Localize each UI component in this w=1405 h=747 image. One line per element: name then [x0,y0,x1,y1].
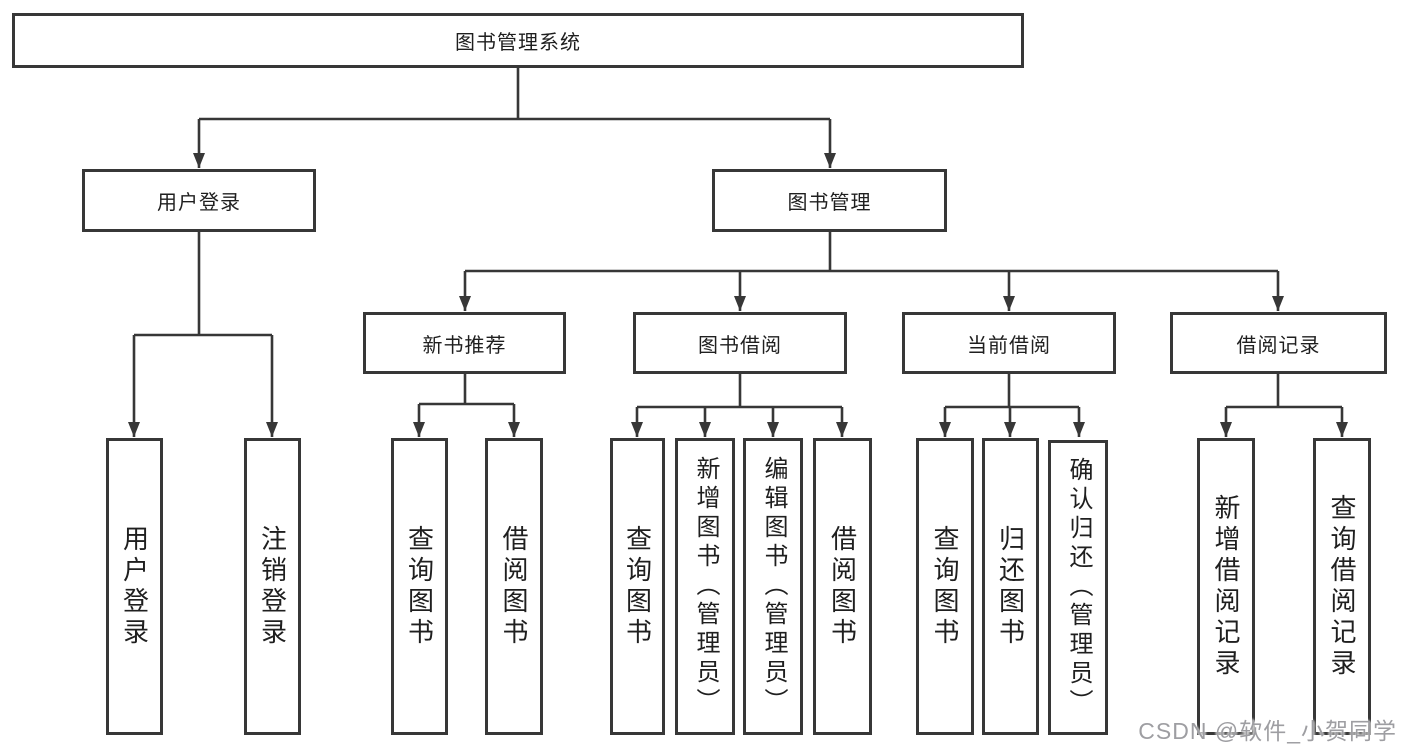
node-label: 借阅图书 [499,524,529,649]
connector-book-borrowing-branch [631,374,848,437]
node-label: 用户登录 [157,192,241,214]
leaf-user-login: 用户登录 [106,438,163,735]
node-label: 图书管理 [787,192,872,214]
node-label: 新增借阅记录 [1211,493,1241,680]
node-label: 图书借阅 [698,334,782,357]
node-label: 查询借阅记录 [1327,493,1357,680]
leaf-borrow-books-recommend: 借阅图书 [485,438,543,735]
node-label: 新增图书（管理员） [692,456,719,717]
node-label: 注销登录 [257,524,288,649]
node-new-book-recommend: 新书推荐 [363,312,566,374]
node-library-system: 图书管理系统 [12,13,1024,68]
leaf-add-book-admin: 新增图书（管理员） [675,438,735,735]
leaf-add-borrow-record: 新增借阅记录 [1197,438,1255,735]
connector-root-to-level2 [193,68,836,168]
leaf-query-books-borrowing: 查询图书 [610,438,665,735]
node-label: 确认归还（管理员） [1065,457,1092,718]
leaf-edit-book-admin: 编辑图书（管理员） [743,438,803,735]
node-label: 当前借阅 [967,334,1051,357]
node-label: 用户登录 [119,524,150,649]
node-label: 新书推荐 [422,334,507,357]
node-label: 图书管理系统 [455,32,581,54]
connector-book-management-branch [459,232,1284,311]
leaf-borrow-books: 借阅图书 [813,438,872,735]
node-current-borrowing: 当前借阅 [902,312,1116,374]
leaf-return-books: 归还图书 [982,438,1039,735]
connector-user-login-branch [128,232,278,437]
connector-borrow-records-branch [1220,374,1348,437]
node-book-borrowing: 图书借阅 [633,312,847,374]
node-label: 借阅图书 [827,524,858,649]
leaf-confirm-return-admin: 确认归还（管理员） [1048,440,1108,735]
node-label: 查询图书 [404,524,435,649]
node-borrowing-records: 借阅记录 [1170,312,1387,374]
node-label: 归还图书 [995,524,1026,649]
leaf-logout: 注销登录 [244,438,301,735]
leaf-query-borrow-record: 查询借阅记录 [1313,438,1371,735]
node-user-login: 用户登录 [82,169,316,232]
leaf-query-books-current: 查询图书 [916,438,974,735]
connector-new-book-branch [413,374,520,437]
node-label: 借阅记录 [1236,334,1321,357]
node-label: 编辑图书（管理员） [760,456,787,717]
leaf-query-books-recommend: 查询图书 [391,438,448,735]
node-label: 查询图书 [930,524,960,649]
connector-current-borrowing-branch [939,374,1085,437]
node-label: 查询图书 [622,524,653,649]
node-book-management: 图书管理 [712,169,947,232]
watermark: CSDN @软件_小贺同学 [1138,718,1397,744]
